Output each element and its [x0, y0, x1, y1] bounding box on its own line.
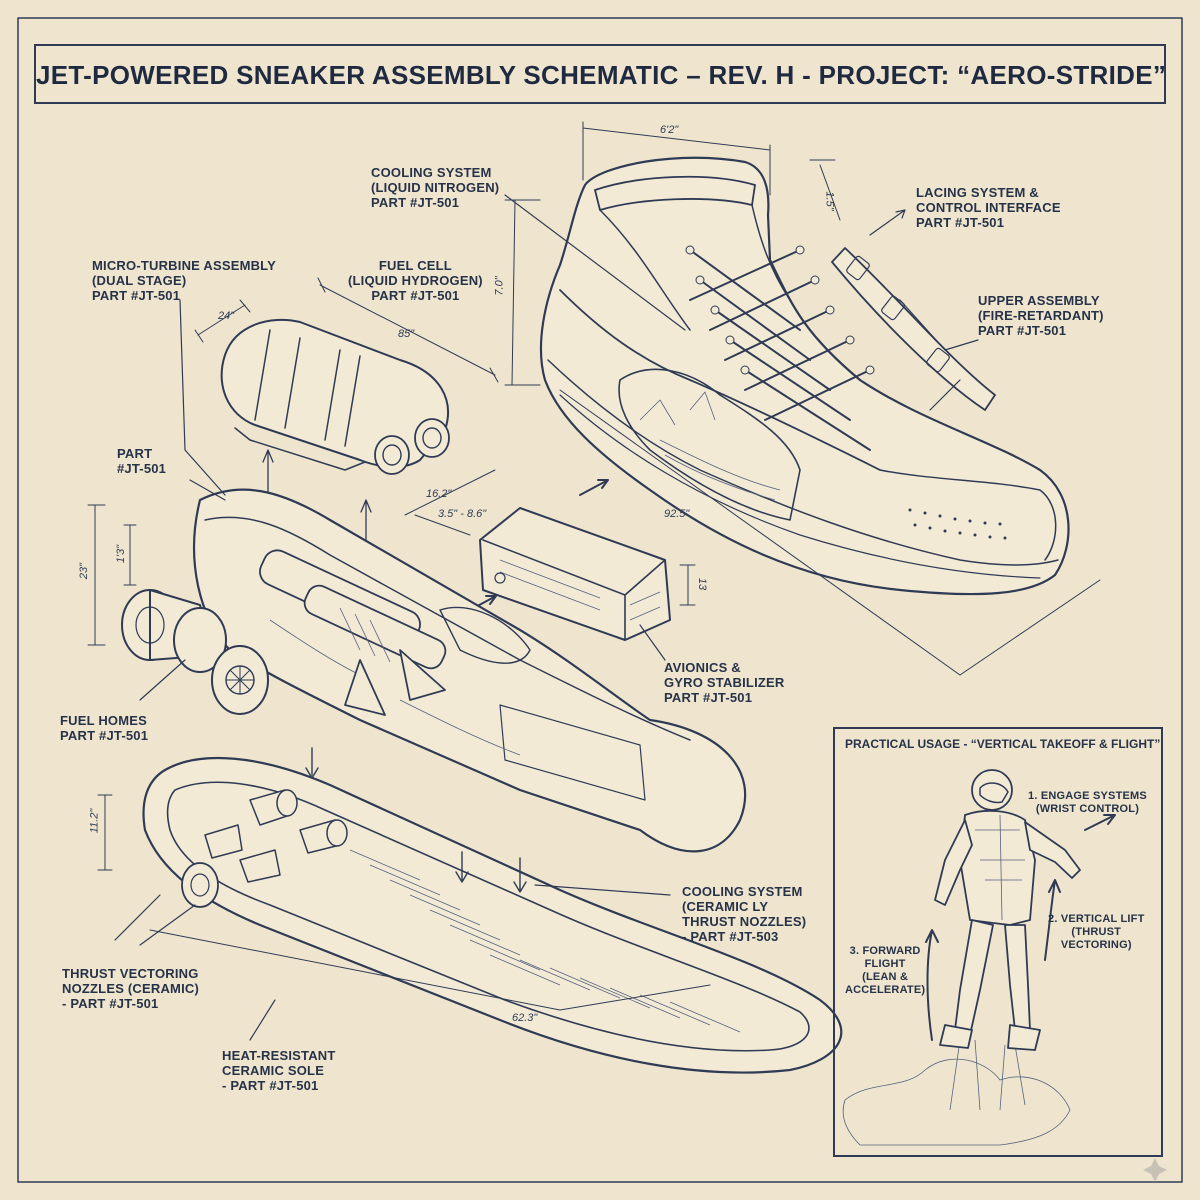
usage-step-2: 2. VERTICAL LIFT (THRUST VECTORING)	[1048, 913, 1145, 951]
sole-tread	[349, 849, 741, 1033]
sneaker-upper-drawing	[504, 121, 1101, 676]
avionics-module-drawing	[414, 479, 696, 733]
usage-panel-title: PRACTICAL USAGE - “VERTICAL TAKEOFF & FL…	[845, 737, 1161, 751]
dim-shoe-length: 92.5"	[664, 508, 690, 520]
sole-drawing	[97, 747, 843, 1074]
callout-thrust-vectoring: THRUST VECTORING NOZZLES (CERAMIC) - PAR…	[62, 966, 199, 1011]
dim-chassis-height: 23"	[78, 562, 91, 580]
dim-collar: 1.5"	[823, 191, 836, 211]
callout-lacing-system: LACING SYSTEM & CONTROL INTERFACE PART #…	[916, 185, 1061, 230]
pilot-figure-drawing	[842, 769, 1116, 1146]
callout-part: PART #JT-501	[117, 446, 167, 476]
usage-panel: PRACTICAL USAGE - “VERTICAL TAKEOFF & FL…	[833, 727, 1163, 1157]
jet-chassis-drawing	[87, 299, 747, 853]
usage-step-1: 1. ENGAGE SYSTEMS (WRIST CONTROL)	[1028, 790, 1147, 815]
corner-mark	[1143, 1158, 1167, 1182]
callout-cooling-system-top: COOLING SYSTEM (LIQUID NITROGEN) PART #J…	[371, 165, 500, 210]
callout-cooling-ceramic: COOLING SYSTEM (CERAMIC LY THRUST NOZZLE…	[682, 884, 807, 944]
callout-upper-assembly: UPPER ASSEMBLY (FIRE-RETARDANT) PART #JT…	[978, 293, 1104, 338]
callout-fuel-cell: FUEL CELL (LIQUID HYDROGEN) PART #JT-501	[348, 258, 483, 303]
dim-cell-depth: 16.2"	[426, 488, 452, 500]
callout-ceramic-sole: HEAT-RESISTANT CERAMIC SOLE - PART #JT-5…	[222, 1048, 336, 1093]
toe-perforations	[908, 508, 1007, 540]
dim-sole-height: 11.2"	[88, 808, 101, 834]
sheet-border	[17, 17, 1183, 1183]
title-banner: JET-POWERED SNEAKER ASSEMBLY SCHEMATIC –…	[34, 44, 1166, 104]
dim-cell-length: 85"	[398, 328, 415, 340]
dim-cell-width: 24"	[218, 310, 235, 322]
leader-upper	[899, 299, 979, 351]
dim-avionics-height: 13	[696, 577, 709, 591]
page-title: JET-POWERED SNEAKER ASSEMBLY SCHEMATIC –…	[36, 60, 1167, 90]
callout-avionics: AVIONICS & GYRO STABILIZER PART #JT-501	[664, 660, 785, 705]
callout-micro-turbine: MICRO-TURBINE ASSEMBLY (DUAL STAGE) PART…	[92, 258, 277, 303]
leader-cooling-top	[504, 194, 686, 331]
dim-sole-length: 62.3"	[512, 1012, 538, 1024]
dim-avionics-width: 3.5" - 8.6"	[438, 508, 487, 520]
usage-step-3: 3. FORWARD FLIGHT (LEAN & ACCELERATE)	[845, 945, 926, 996]
control-strip-drawing	[831, 209, 996, 411]
leader-avionics	[639, 624, 666, 661]
laces	[685, 245, 875, 451]
callout-fuel-homes: FUEL HOMES PART #JT-501	[60, 713, 149, 743]
fuel-cell-drawing	[194, 277, 499, 601]
dim-shoe-height: 7.0"	[493, 276, 506, 296]
dim-shoe-width: 6'2"	[660, 124, 679, 136]
dim-chassis-inner: 1'3"	[115, 544, 128, 564]
